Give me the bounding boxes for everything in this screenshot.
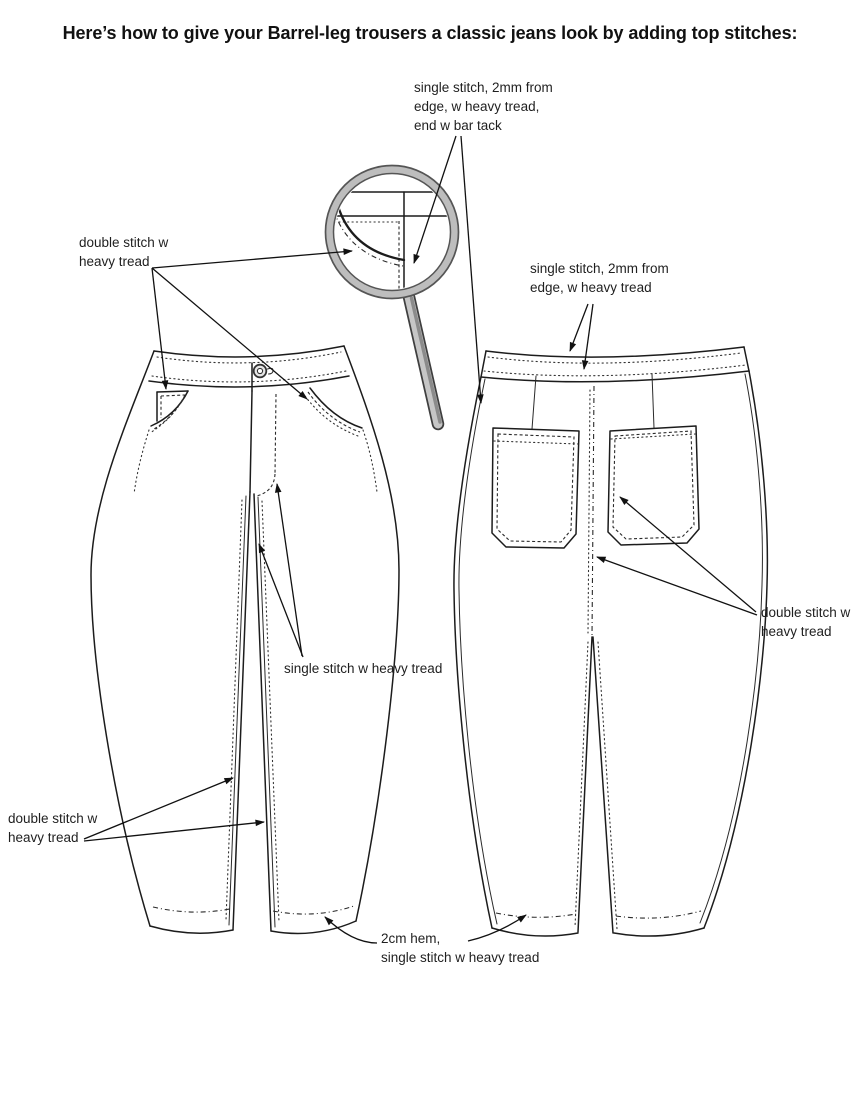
annotation-line: heavy tread (8, 830, 79, 845)
annotation-line: single stitch w heavy tread (284, 661, 443, 676)
annotation-back-waistband: single stitch, 2mm from edge, w heavy tr… (530, 259, 669, 297)
magnifying-glass-icon (324, 164, 460, 431)
annotation-hem: 2cm hem, single stitch w heavy tread (381, 929, 539, 967)
front-left-pocket (133, 390, 189, 495)
annotation-fly-topstitch: single stitch, 2mm from edge, w heavy tr… (414, 78, 553, 135)
annotation-line: double stitch w (8, 811, 98, 826)
annotation-line: edge, w heavy tread (530, 280, 652, 295)
front-inseams (225, 491, 280, 932)
front-right-pocket (304, 387, 378, 493)
annotation-line: double stitch w (761, 605, 851, 620)
front-view-drawing (90, 345, 400, 935)
annotation-line: heavy tread (761, 624, 832, 639)
back-left-pocket (491, 427, 580, 549)
annotation-line: heavy tread (79, 254, 150, 269)
annotation-front-fly: single stitch w heavy tread (284, 659, 442, 678)
annotation-line: single stitch w heavy tread (381, 950, 540, 965)
annotation-line: edge, w heavy tread, (414, 99, 540, 114)
page-title: Here’s how to give your Barrel-leg trous… (62, 23, 798, 43)
annotation-line: single stitch, 2mm from (530, 261, 669, 276)
leader-arrows (83, 135, 758, 944)
magnifier-handle (402, 290, 445, 431)
annotation-front-pockets: double stitch w heavy tread (79, 233, 168, 271)
annotation-line: end w bar tack (414, 118, 502, 133)
front-waistband (153, 345, 345, 358)
annotation-front-inseam: double stitch w heavy tread (8, 809, 97, 847)
annotation-line: single stitch, 2mm from (414, 80, 553, 95)
waistband-button (252, 363, 274, 379)
annotation-line: double stitch w (79, 235, 169, 250)
back-view-drawing (453, 346, 769, 937)
back-right-pocket (607, 425, 700, 546)
back-waistband (485, 346, 745, 358)
front-fly-seam (249, 390, 253, 493)
back-center-seam (574, 385, 618, 934)
back-hem-stitch (495, 912, 577, 918)
front-hem-stitch (152, 906, 231, 913)
annotation-line: 2cm hem, (381, 931, 441, 946)
annotation-back-pockets: double stitch w heavy tread (761, 603, 850, 641)
